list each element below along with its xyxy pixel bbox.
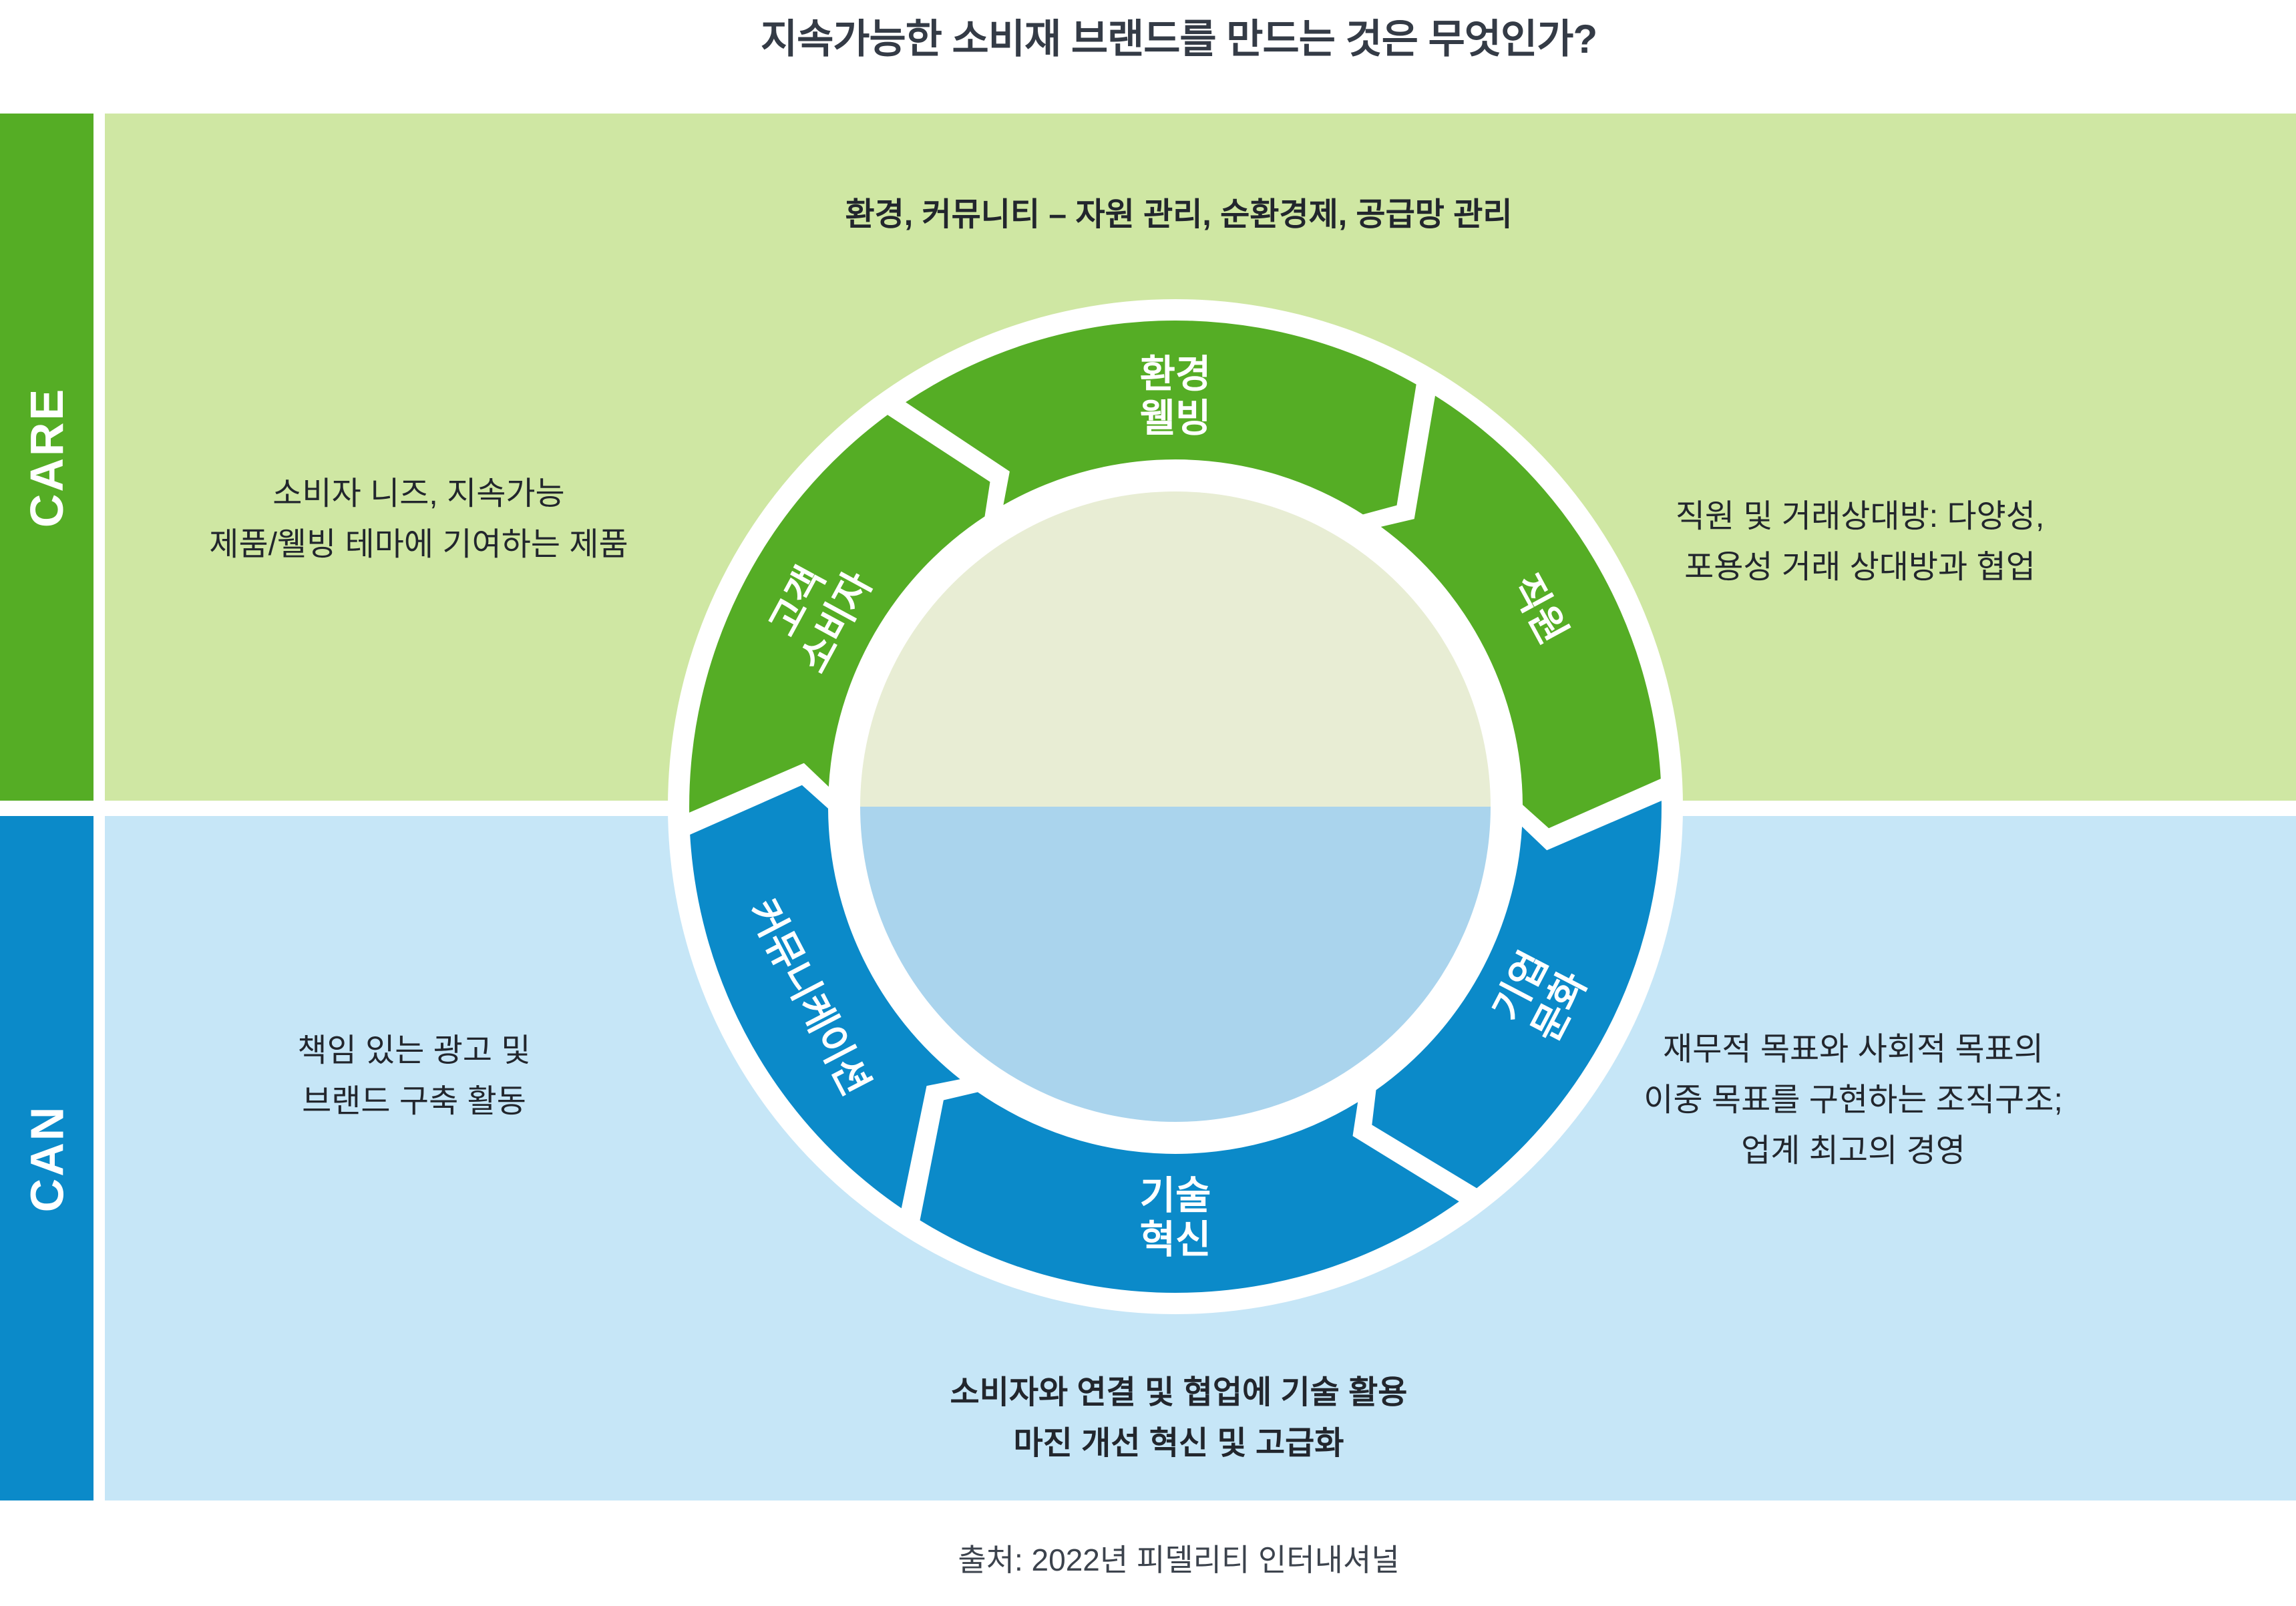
note-line: 마진 개선 혁신 및 고급화 (1013, 1426, 1344, 1461)
note-line: 소비자 니즈, 지속가능 (272, 476, 565, 512)
hub-bottom-half (860, 807, 1491, 1122)
donut-segment-tech-innovation (920, 1092, 1459, 1293)
note-line: 제품/웰빙 테마에 기여하는 제품 (209, 527, 628, 562)
note-line: 책임 있는 광고 및 (297, 1033, 531, 1068)
source-note: 출처: 2022년 피델리티 인터내셔널 (958, 1543, 1400, 1577)
note-line: 직원 및 거래상대방: 다양성, (1675, 499, 2045, 534)
donut-segment-customer-consumer (689, 415, 990, 813)
care-top-note: 환경, 커뮤니티 – 자원 관리, 순환경제, 공급망 관리 (845, 197, 1513, 232)
donut-segment-communication (690, 785, 960, 1209)
donut-segment-environment-wellbeing (906, 320, 1416, 515)
donut-segment-employees (1380, 395, 1661, 829)
donut-segment-corporate-culture (1372, 801, 1662, 1189)
can-sidebar: CAN (0, 816, 93, 1500)
hub-top-half (860, 491, 1491, 807)
note-line: 업계 최고의 경영 (1741, 1133, 1965, 1169)
note-line: 재무적 목표와 사회적 목표의 (1663, 1032, 2044, 1067)
note-line: 소비자와 연결 및 협업에 기술 활용 (950, 1375, 1408, 1410)
note-line: 브랜드 구축 활동 (302, 1084, 526, 1119)
page-title: 지속가능한 소비재 브랜드를 만드는 것은 무엇인가? (760, 17, 1597, 61)
note-line: 포용성 거래 상대방과 협업 (1684, 550, 2036, 585)
care-sidebar: CARE (0, 114, 93, 801)
note-line: 이중 목표를 구현하는 조직구조; (1644, 1082, 2063, 1118)
care-right-note: 직원 및 거래상대방: 다양성, 포용성 거래 상대방과 협업 (1676, 491, 2044, 593)
